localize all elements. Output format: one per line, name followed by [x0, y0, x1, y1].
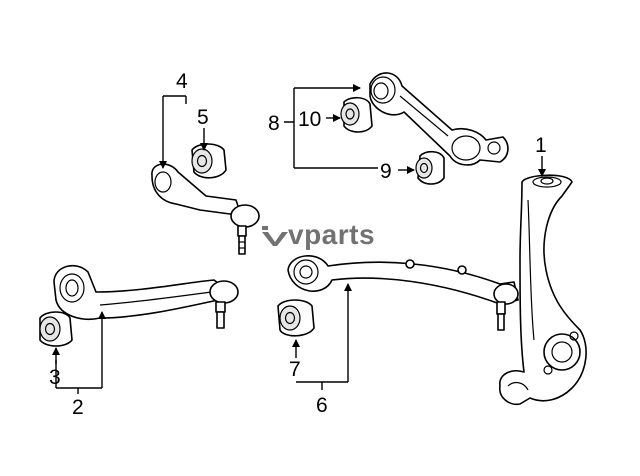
bushing-10 [340, 96, 373, 133]
bushing-7 [277, 299, 315, 337]
bushing-3 [39, 311, 73, 347]
control-arm-4 [151, 163, 260, 255]
bushing-9 [415, 150, 445, 185]
callout-10: 10 [298, 108, 321, 131]
callout-labels: 1 2 3 4 5 6 7 8 9 10 [49, 70, 547, 419]
callout-5: 5 [197, 106, 209, 129]
callout-9: 9 [380, 160, 392, 183]
leader-lines [52, 84, 546, 394]
callout-8: 8 [268, 112, 280, 135]
callout-2: 2 [72, 396, 84, 419]
control-arm-8 [369, 72, 509, 166]
watermark-logo: vparts [262, 219, 375, 250]
bushing-5 [191, 143, 227, 179]
callout-3: 3 [49, 366, 61, 389]
control-arm-2 [53, 264, 239, 329]
knuckle-1 [499, 174, 587, 406]
watermark-text: vparts [288, 219, 375, 250]
control-arm-6 [287, 255, 519, 331]
callout-6: 6 [316, 394, 328, 417]
callout-1: 1 [535, 134, 547, 157]
logo-mark-icon [262, 226, 288, 246]
callout-7: 7 [289, 358, 301, 381]
callout-4: 4 [176, 70, 188, 93]
